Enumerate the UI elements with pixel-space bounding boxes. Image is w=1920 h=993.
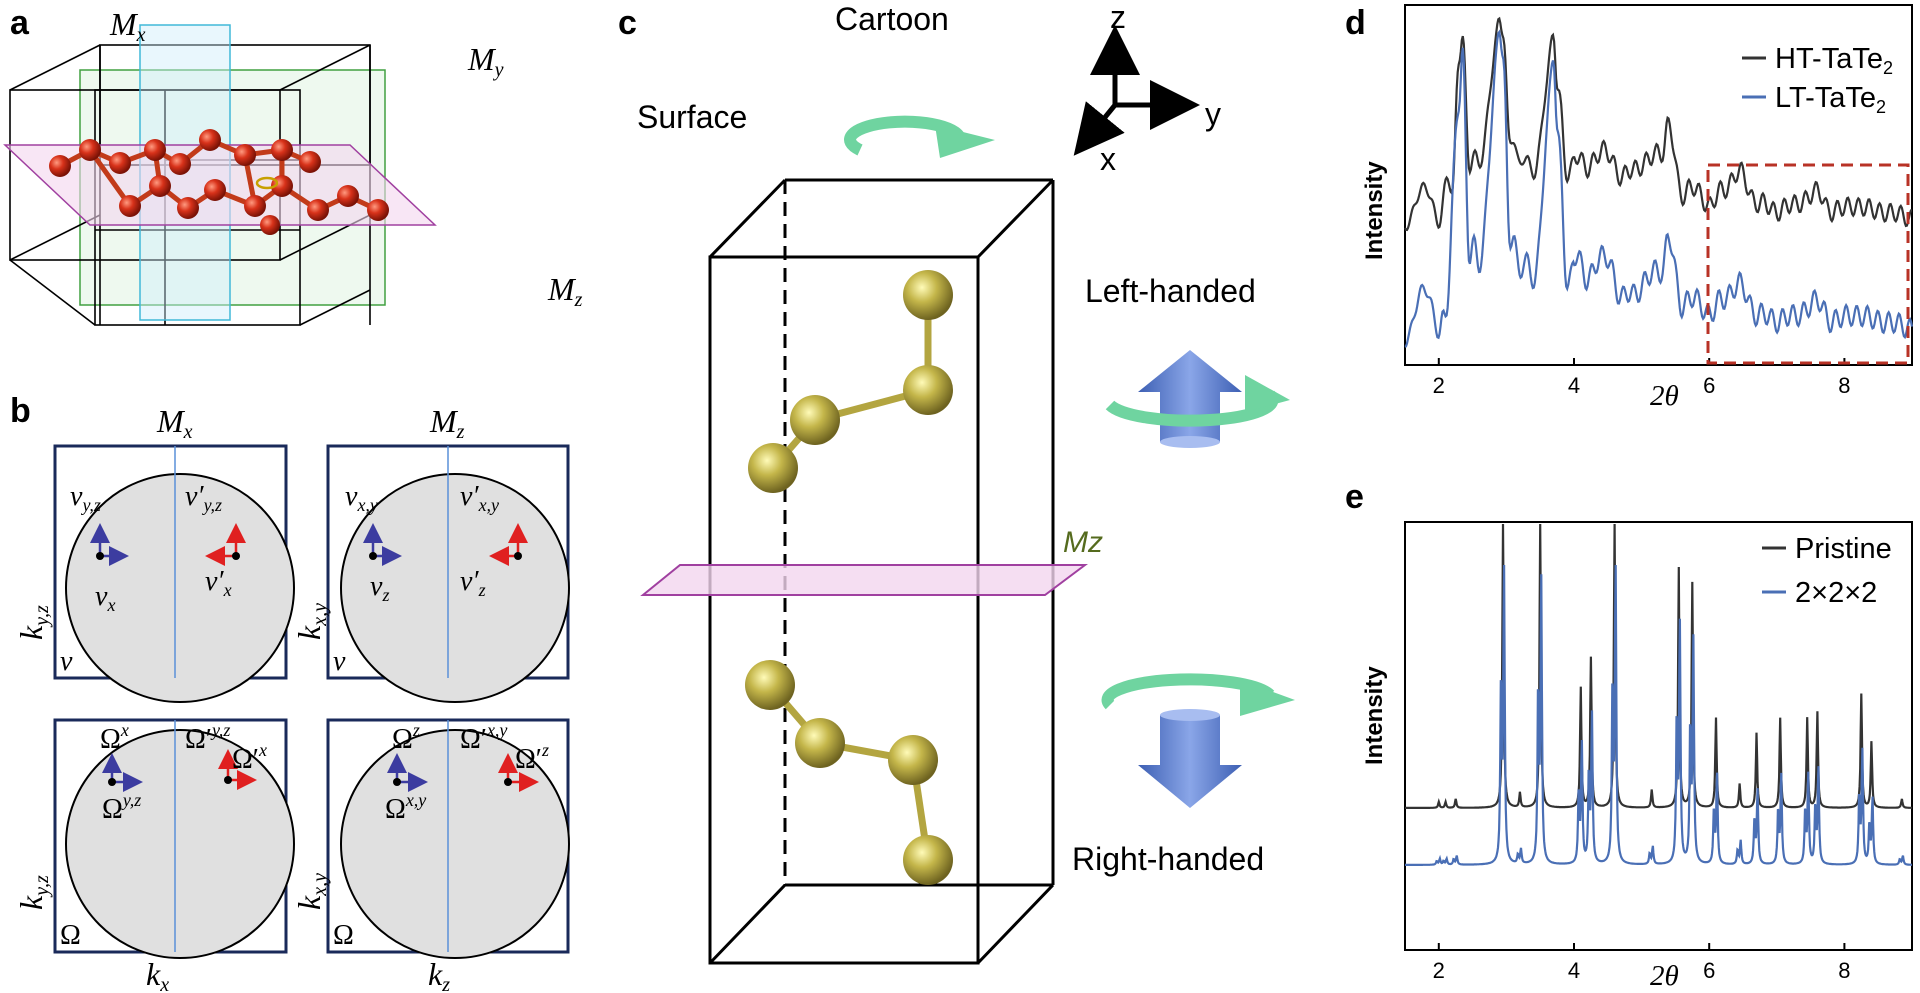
nu-prime-x-label: ν′x (205, 566, 232, 600)
chart-e-ylabel: Intensity (1361, 666, 1388, 765)
k-yz-row1: ky,z (13, 605, 53, 640)
k-xy-row1: kx,y (291, 603, 331, 640)
omega-xy-label: Ωx,y (385, 790, 426, 825)
k-xy-row2: kx,y (291, 873, 331, 910)
nu-prime-yz-label: ν′y,z (185, 481, 222, 515)
series-line-2x2x2 (1405, 564, 1912, 866)
x-tick-label: 8 (1838, 373, 1850, 398)
tate2-atoms (49, 129, 389, 235)
inversion-center-icon (255, 176, 279, 190)
mx-label: Mx (109, 6, 146, 46)
omega-prime-z-label: Ω′z (515, 740, 549, 775)
x-tick-label: 4 (1568, 958, 1580, 983)
omega-box4-label: Ω (333, 920, 354, 951)
panel-d: d Intensity 2θ 2 4 6 8 HT-TaTe2 LT-TaTe2 (1345, 4, 1914, 412)
panel-label-d: d (1345, 4, 1366, 42)
nu-z-label: νz (370, 571, 389, 605)
kx-axis-label: kx (146, 956, 169, 993)
series-line-pristine (1405, 523, 1913, 809)
unit-cell-box (708, 178, 1055, 965)
chart-d-legend: HT-TaTe2 LT-TaTe2 (1742, 43, 1893, 117)
omega-box3-label: Ω (60, 920, 81, 951)
legend-text-ht: HT-TaTe2 (1775, 43, 1893, 78)
chart-e-ticks: 2 4 6 8 (1433, 943, 1851, 983)
mz-plane-c (640, 564, 1088, 596)
legend-text-lt: LT-TaTe2 (1775, 82, 1886, 117)
helix-atoms (745, 270, 953, 885)
kz-axis-label: kz (428, 956, 450, 993)
omega-prime-xy-label: Ω′x,y (460, 720, 507, 755)
cartoon-label: Cartoon (835, 1, 949, 37)
z-axis-label: z (1110, 0, 1126, 35)
series-line-lt-tate2 (1404, 29, 1914, 348)
chart-d-ticks: 2 4 6 8 (1433, 358, 1851, 398)
panel-e: e Intensity 2θ 2 4 6 8 Pristine 2×2×2 (1345, 478, 1913, 992)
panel-label-b: b (10, 392, 31, 430)
legend-text-pristine: Pristine (1795, 533, 1892, 565)
my-label: My (467, 41, 504, 81)
omega-prime-yz-label: Ω′y,z (185, 720, 230, 755)
nu-yz-label: νy,z (70, 481, 101, 515)
col-title-mx: Mx (156, 403, 193, 443)
chart-e-xlabel: 2θ (1650, 960, 1679, 992)
x-tick-label: 6 (1703, 373, 1715, 398)
nu-box2-label: ν (333, 646, 346, 677)
panel-a: a (3, 4, 583, 326)
highlight-dashed-box (1706, 163, 1910, 365)
left-handed-label: Left-handed (1085, 273, 1256, 309)
series-line-ht-tate2 (1404, 16, 1913, 232)
chart-d-series (1404, 16, 1914, 348)
chart-e-legend: Pristine 2×2×2 (1762, 533, 1892, 609)
surface-label: Surface (637, 99, 747, 135)
chart-d-ylabel: Intensity (1361, 161, 1388, 260)
x-tick-label: 2 (1433, 958, 1445, 983)
x-tick-label: 6 (1703, 958, 1715, 983)
mz-label-c: Mz (1063, 526, 1103, 559)
chart-e-frame (1404, 521, 1913, 951)
vector-arrows (90, 523, 539, 792)
xyz-axes-icon (1073, 25, 1200, 156)
omega-prime-x-label: Ω′x (232, 740, 267, 775)
panel-label-a: a (10, 4, 30, 42)
x-tick-label: 8 (1838, 958, 1850, 983)
col-title-mz: Mz (429, 403, 465, 443)
surface-rotation-icon (844, 115, 995, 158)
chart-e-series (1405, 523, 1913, 866)
x-tick-label: 2 (1433, 373, 1445, 398)
panel-b: b Mx Mz (10, 392, 570, 993)
chart-d-xlabel: 2θ (1650, 380, 1679, 412)
x-axis-label: x (1100, 141, 1116, 177)
nu-xy-label: νx,y (345, 481, 378, 515)
left-handed-arrow-icon (1105, 350, 1290, 448)
box-labels: νy,z ν′y,z νx ν′x ν νx,y ν′x,y νz ν′z ν … (60, 481, 549, 951)
right-handed-label: Right-handed (1072, 841, 1264, 877)
omega-yz-label: Ωy,z (102, 790, 141, 825)
nu-prime-z-label: ν′z (460, 566, 486, 600)
panel-c: c Cartoon Surface Left-handed Right-hand… (618, 0, 1295, 965)
nu-prime-xy-label: ν′x,y (460, 481, 499, 515)
chart-d-frame (1404, 4, 1913, 366)
nu-x-label: νx (95, 581, 115, 615)
k-yz-row2: ky,z (13, 875, 53, 910)
nu-box1-label: ν (60, 646, 73, 677)
y-axis-label: y (1205, 96, 1221, 132)
mz-label: Mz (547, 271, 583, 311)
x-tick-label: 4 (1568, 373, 1580, 398)
omega-z-label: Ωz (392, 720, 420, 755)
mirror-lines (174, 446, 449, 952)
legend-text-2x2x2: 2×2×2 (1795, 577, 1877, 609)
omega-x-label: Ωx (100, 720, 129, 755)
panel-label-e: e (1345, 478, 1364, 516)
right-handed-arrow-icon (1101, 673, 1295, 808)
panel-label-c: c (618, 4, 637, 42)
